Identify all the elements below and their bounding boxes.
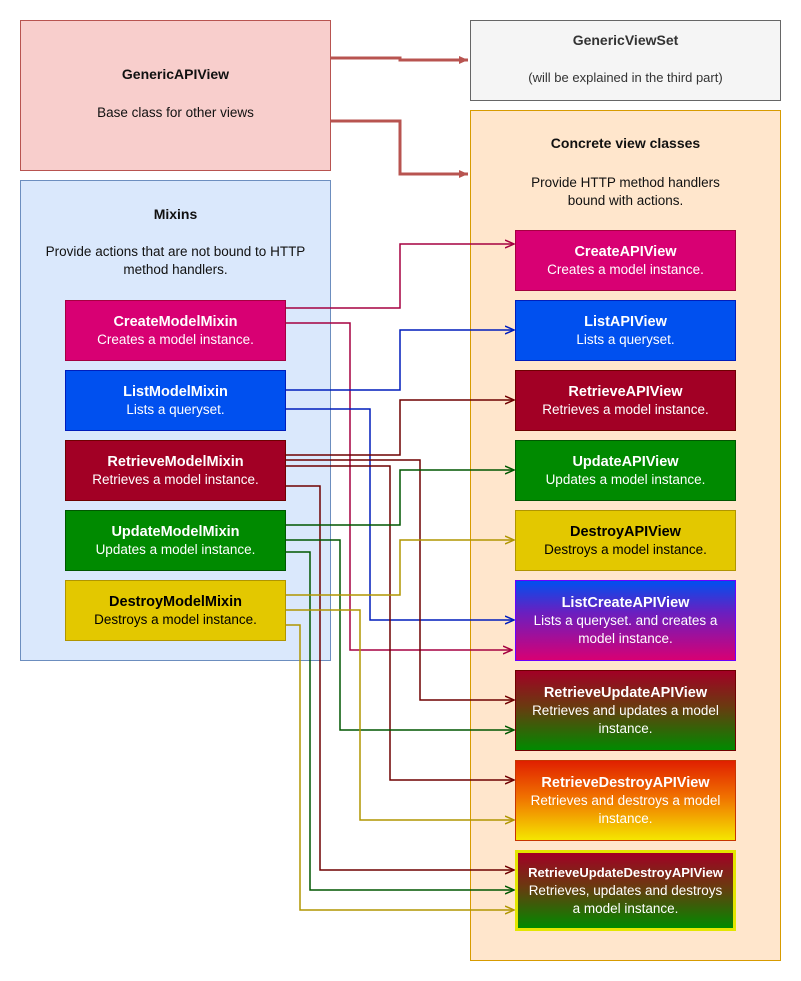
create-model-mixin-box: CreateModelMixin Creates a model instanc…	[65, 300, 286, 361]
list-create-api-view-title: ListCreateAPIView	[561, 594, 690, 611]
destroy-model-mixin-desc: Destroys a model instance.	[94, 611, 257, 627]
destroy-api-view-title: DestroyAPIView	[570, 523, 681, 540]
retrieve-update-destroy-api-view-box: RetrieveUpdateDestroyAPIView Retrieves, …	[515, 850, 736, 931]
retrieve-update-api-view-desc: Retrieves and updates a model instance.	[532, 702, 719, 736]
mixins-title: Mixins	[153, 206, 198, 222]
retrieve-destroy-api-view-box: RetrieveDestroyAPIView Retrieves and des…	[515, 760, 736, 841]
list-model-mixin-desc: Lists a queryset.	[126, 401, 225, 417]
retrieve-update-destroy-api-view-title: RetrieveUpdateDestroyAPIView	[528, 864, 723, 880]
generic-view-set-panel: GenericViewSet (will be explained in the…	[470, 20, 781, 101]
retrieve-api-view-title: RetrieveAPIView	[568, 383, 683, 400]
destroy-api-view-desc: Destroys a model instance.	[544, 541, 707, 557]
retrieve-model-mixin-title: RetrieveModelMixin	[107, 453, 244, 470]
generic-api-view-title: GenericAPIView	[121, 66, 230, 82]
list-api-view-box: ListAPIView Lists a queryset.	[515, 300, 736, 361]
retrieve-model-mixin-desc: Retrieves a model instance.	[92, 471, 259, 487]
concrete-views-title: Concrete view classes	[550, 135, 701, 151]
create-model-mixin-title: CreateModelMixin	[113, 313, 238, 330]
generic-api-view-desc: Base class for other views	[97, 105, 254, 120]
update-api-view-box: UpdateAPIView Updates a model instance.	[515, 440, 736, 501]
retrieve-api-view-desc: Retrieves a model instance.	[542, 401, 709, 417]
create-api-view-box: CreateAPIView Creates a model instance.	[515, 230, 736, 291]
connector-generic-to-concrete	[331, 119, 468, 178]
retrieve-update-api-view-box: RetrieveUpdateAPIView Retrieves and upda…	[515, 670, 736, 751]
generic-view-set-desc: (will be explained in the third part)	[528, 70, 723, 85]
list-create-api-view-box: ListCreateAPIView Lists a queryset. and …	[515, 580, 736, 661]
destroy-api-view-box: DestroyAPIView Destroys a model instance…	[515, 510, 736, 571]
create-api-view-title: CreateAPIView	[574, 243, 677, 260]
update-model-mixin-box: UpdateModelMixin Updates a model instanc…	[65, 510, 286, 571]
list-api-view-title: ListAPIView	[584, 313, 667, 330]
update-model-mixin-desc: Updates a model instance.	[95, 541, 256, 557]
create-api-view-desc: Creates a model instance.	[547, 261, 704, 277]
retrieve-destroy-api-view-title: RetrieveDestroyAPIView	[541, 774, 710, 791]
list-model-mixin-title: ListModelMixin	[123, 383, 228, 400]
create-model-mixin-desc: Creates a model instance.	[97, 331, 254, 347]
update-api-view-desc: Updates a model instance.	[545, 471, 706, 487]
retrieve-update-api-view-title: RetrieveUpdateAPIView	[543, 684, 708, 701]
list-create-api-view-desc: Lists a queryset. and creates a model in…	[533, 612, 718, 646]
update-api-view-title: UpdateAPIView	[572, 453, 679, 470]
concrete-views-desc: Provide HTTP method handlers bound with …	[531, 175, 720, 208]
destroy-model-mixin-title: DestroyModelMixin	[109, 593, 242, 610]
retrieve-update-destroy-api-view-desc: Retrieves, updates and destroys a model …	[528, 882, 723, 916]
list-api-view-desc: Lists a queryset.	[576, 331, 675, 347]
retrieve-destroy-api-view-desc: Retrieves and destroys a model instance.	[530, 792, 721, 826]
retrieve-model-mixin-box: RetrieveModelMixin Retrieves a model ins…	[65, 440, 286, 501]
list-model-mixin-box: ListModelMixin Lists a queryset.	[65, 370, 286, 431]
destroy-model-mixin-box: DestroyModelMixin Destroys a model insta…	[65, 580, 286, 641]
mixins-desc: Provide actions that are not bound to HT…	[45, 244, 306, 277]
generic-api-view-panel: GenericAPIView Base class for other view…	[20, 20, 331, 171]
retrieve-api-view-box: RetrieveAPIView Retrieves a model instan…	[515, 370, 736, 431]
connector-generic-to-viewset	[331, 56, 468, 64]
generic-view-set-title: GenericViewSet	[572, 32, 679, 48]
update-model-mixin-title: UpdateModelMixin	[111, 523, 240, 540]
